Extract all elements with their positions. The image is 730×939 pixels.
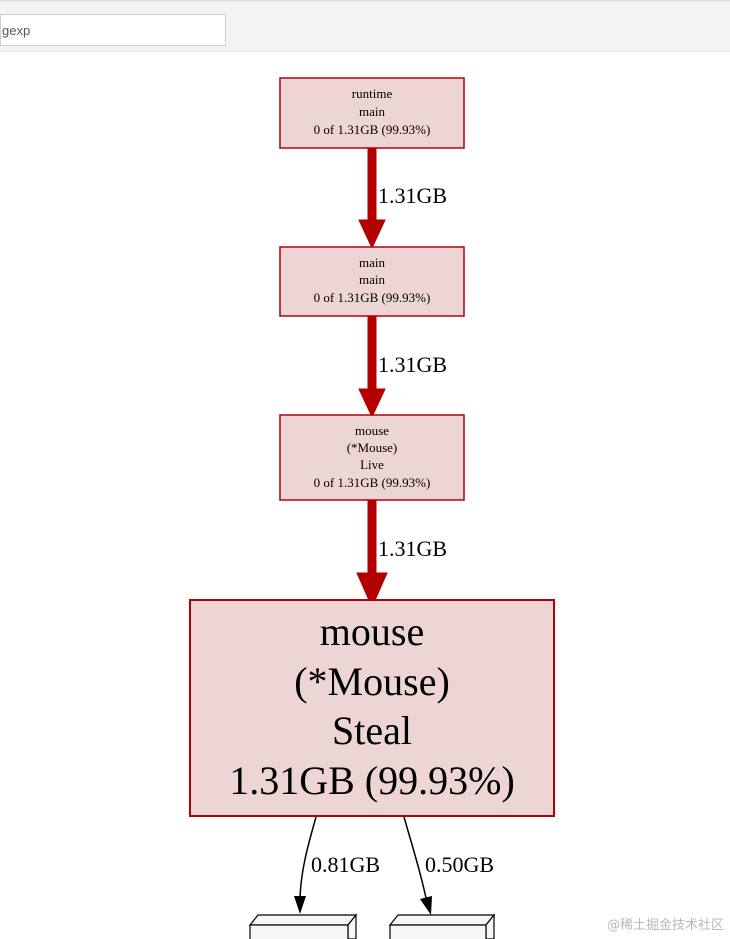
node-label-line: (*Mouse)	[347, 440, 398, 455]
node-label-line: Steal	[332, 708, 412, 753]
edge-label: 1.31GB	[378, 352, 447, 377]
edge-label: 1.31GB	[378, 183, 447, 208]
graph-node-runtime-main[interactable]: runtime main 0 of 1.31GB (99.93%)	[279, 77, 465, 149]
node-label-line: (*Mouse)	[294, 659, 450, 704]
search-input[interactable]	[0, 14, 226, 46]
node-label-line: runtime	[352, 86, 393, 101]
edge-label: 0.81GB	[311, 852, 380, 877]
graph-edge: 1.31GB	[356, 500, 447, 609]
node-box	[189, 599, 555, 817]
graph-edge: 1.31GB	[358, 148, 447, 250]
node-box	[389, 924, 487, 939]
graph-edge: 1.31GB	[358, 316, 447, 419]
edge-arrowhead	[420, 896, 432, 915]
node-label-line: main	[359, 104, 385, 119]
graph-node-mouse-steal[interactable]: mouse (*Mouse) Steal 1.31GB (99.93%)	[189, 599, 555, 817]
node-label-line: 0 of 1.31GB (99.93%)	[314, 122, 431, 137]
node-label-line: mouse	[320, 609, 424, 654]
graph-node-child-left[interactable]	[248, 913, 358, 939]
node-box	[279, 77, 465, 149]
graph-node-mouse-live[interactable]: mouse (*Mouse) Live 0 of 1.31GB (99.93%)	[279, 414, 465, 501]
node-label-line: main	[359, 272, 385, 287]
edge-arrowhead	[358, 388, 386, 419]
graph-edge: 0.50GB	[403, 816, 494, 915]
node-label-line: Live	[360, 457, 384, 472]
node-box	[279, 414, 465, 501]
edge-line	[299, 816, 317, 899]
edge-arrowhead	[358, 219, 386, 250]
node-box	[279, 246, 465, 317]
toolbar	[0, 0, 730, 52]
edge-line	[403, 816, 427, 899]
edge-label: 1.31GB	[378, 536, 447, 561]
edge-arrowhead	[356, 572, 388, 609]
node-label-line: mouse	[355, 423, 389, 438]
graph-node-child-right[interactable]	[388, 913, 496, 939]
node-label-line: 0 of 1.31GB (99.93%)	[314, 475, 431, 490]
graph-edge: 0.81GB	[294, 816, 380, 914]
watermark: @稀土掘金技术社区	[606, 918, 724, 933]
graph-node-main-main[interactable]: main main 0 of 1.31GB (99.93%)	[279, 246, 465, 317]
node-box-top	[248, 914, 358, 926]
edge-label: 0.50GB	[425, 852, 494, 877]
node-box-top	[388, 914, 496, 926]
node-box	[249, 924, 349, 939]
node-label-line: 1.31GB (99.93%)	[229, 758, 515, 803]
edge-arrowhead	[294, 896, 306, 914]
node-label-line: main	[359, 255, 385, 270]
node-label-line: 0 of 1.31GB (99.93%)	[314, 290, 431, 305]
